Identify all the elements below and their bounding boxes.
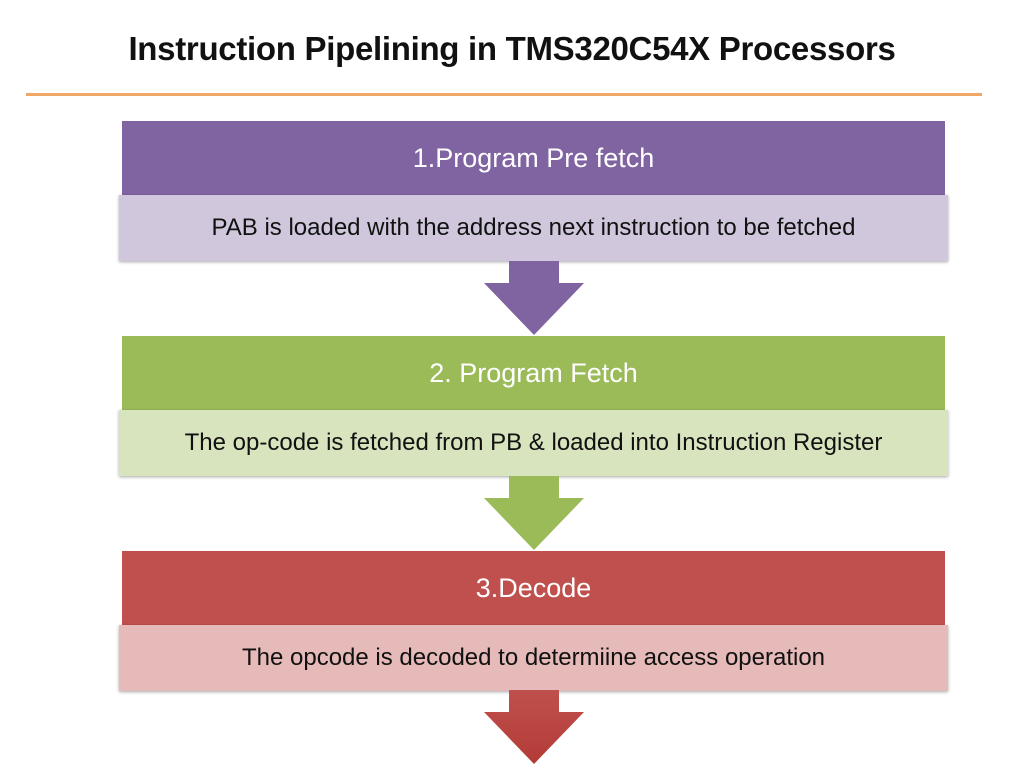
stage-3-down-arrow — [484, 690, 584, 764]
title-divider — [26, 93, 982, 96]
stage-1-description: PAB is loaded with the address next inst… — [119, 195, 948, 261]
stage-1-header: 1.Program Pre fetch — [122, 121, 945, 195]
slide-title: Instruction Pipelining in TMS320C54X Pro… — [128, 30, 896, 67]
stage-1-down-arrow — [484, 261, 584, 335]
stage-2-description: The op-code is fetched from PB & loaded … — [119, 410, 948, 476]
stage-2-down-arrow — [484, 476, 584, 550]
stage-2-header: 2. Program Fetch — [122, 336, 945, 410]
stage-3-description: The opcode is decoded to determiine acce… — [119, 625, 948, 691]
stage-3-header: 3.Decode — [122, 551, 945, 625]
